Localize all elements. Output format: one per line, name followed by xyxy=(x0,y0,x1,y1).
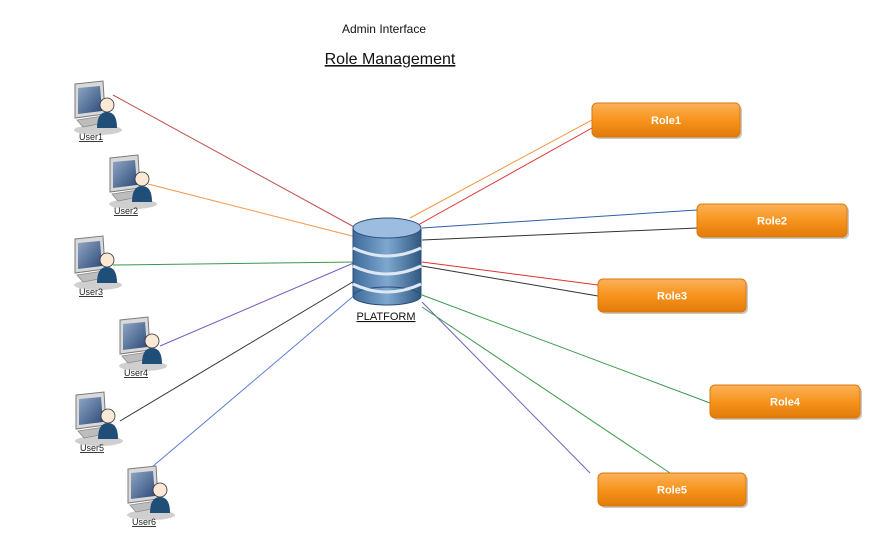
user-computer-icon xyxy=(109,154,157,209)
user-label: User6 xyxy=(132,517,156,527)
diagram-title: Role Management xyxy=(325,51,456,68)
user-node[interactable]: User1 xyxy=(74,80,122,142)
role-label: Role1 xyxy=(651,115,681,127)
role-box[interactable]: Role4 xyxy=(709,384,862,420)
user-label: User1 xyxy=(79,132,103,142)
role-box[interactable]: Role3 xyxy=(597,278,748,314)
user-node[interactable]: User2 xyxy=(109,154,157,216)
user-label: User3 xyxy=(79,287,103,297)
platform-database-icon xyxy=(352,217,422,306)
platform-label: PLATFORM xyxy=(356,311,415,323)
user-node[interactable]: User3 xyxy=(74,235,122,297)
user-link-line xyxy=(112,261,357,266)
role-link-line xyxy=(421,265,599,297)
role-link-line xyxy=(421,261,599,286)
user-link-line xyxy=(112,94,357,229)
role-label: Role2 xyxy=(757,216,787,228)
user-computer-icon xyxy=(74,235,122,290)
role-link-line xyxy=(421,306,671,474)
user-node[interactable]: User6 xyxy=(127,465,175,527)
user-node[interactable]: User4 xyxy=(119,316,167,378)
role-label: Role3 xyxy=(657,291,687,303)
role-link-line xyxy=(421,209,698,229)
role-label: Role5 xyxy=(657,485,687,497)
user-computer-icon xyxy=(119,316,167,371)
role-box[interactable]: Role1 xyxy=(591,102,742,139)
user-node[interactable]: User5 xyxy=(75,391,123,453)
role-link-line xyxy=(421,301,591,474)
user-computer-icon xyxy=(127,465,175,520)
connection-lines xyxy=(112,94,711,474)
user-label: User2 xyxy=(114,206,138,216)
role-link-line xyxy=(409,119,593,219)
user-label: User5 xyxy=(80,443,104,453)
role-link-line xyxy=(417,127,593,226)
user-computer-icon xyxy=(74,80,122,135)
role-link-line xyxy=(421,294,711,404)
role-box[interactable]: Role5 xyxy=(597,472,748,508)
user-link-line xyxy=(151,293,357,468)
user-computer-icon xyxy=(75,391,123,446)
user-link-line xyxy=(119,279,357,422)
role-label: Role4 xyxy=(770,397,801,409)
user-link-line xyxy=(147,183,357,238)
diagram-subtitle: Admin Interface xyxy=(342,22,426,36)
role-box[interactable]: Role2 xyxy=(696,203,849,239)
user-label: User4 xyxy=(124,368,148,378)
user-link-line xyxy=(159,261,357,347)
role-link-line xyxy=(421,227,698,241)
